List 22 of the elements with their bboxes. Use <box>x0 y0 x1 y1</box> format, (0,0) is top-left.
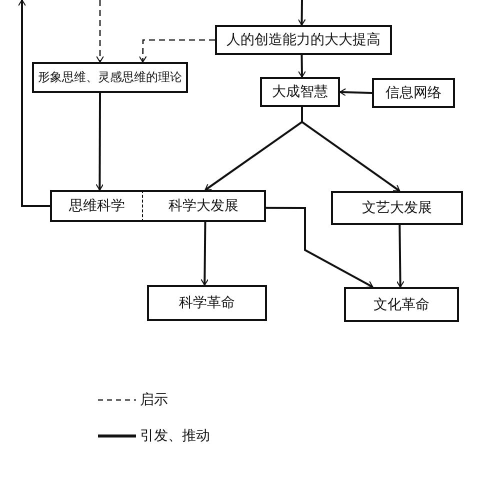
text-box: 形象思维、灵感思维的理论 <box>32 62 188 93</box>
arrow <box>138 39 215 63</box>
text-box: 科学大发展 <box>142 190 266 222</box>
arrow <box>339 88 372 96</box>
arrow <box>298 54 306 78</box>
arrow <box>96 93 104 191</box>
arrow <box>396 224 404 288</box>
text-box: 思维科学 <box>50 190 142 222</box>
arrow <box>266 206 374 288</box>
text-box: 人的创造能力的大大提高 <box>215 25 392 55</box>
text-box: 信息网络 <box>372 78 455 108</box>
legend-text: 启示 <box>140 391 168 409</box>
text-box: 文化革命 <box>344 287 459 322</box>
arrow <box>200 222 209 286</box>
arrow <box>96 0 104 63</box>
legend-text: 引发、推动 <box>140 427 210 445</box>
text-box: 文艺大发展 <box>331 191 463 225</box>
arrow <box>301 107 400 192</box>
arrow <box>18 0 50 207</box>
text-box: 科学革命 <box>147 285 267 321</box>
text-box: 大成智慧 <box>260 77 340 107</box>
arrow <box>298 0 306 26</box>
